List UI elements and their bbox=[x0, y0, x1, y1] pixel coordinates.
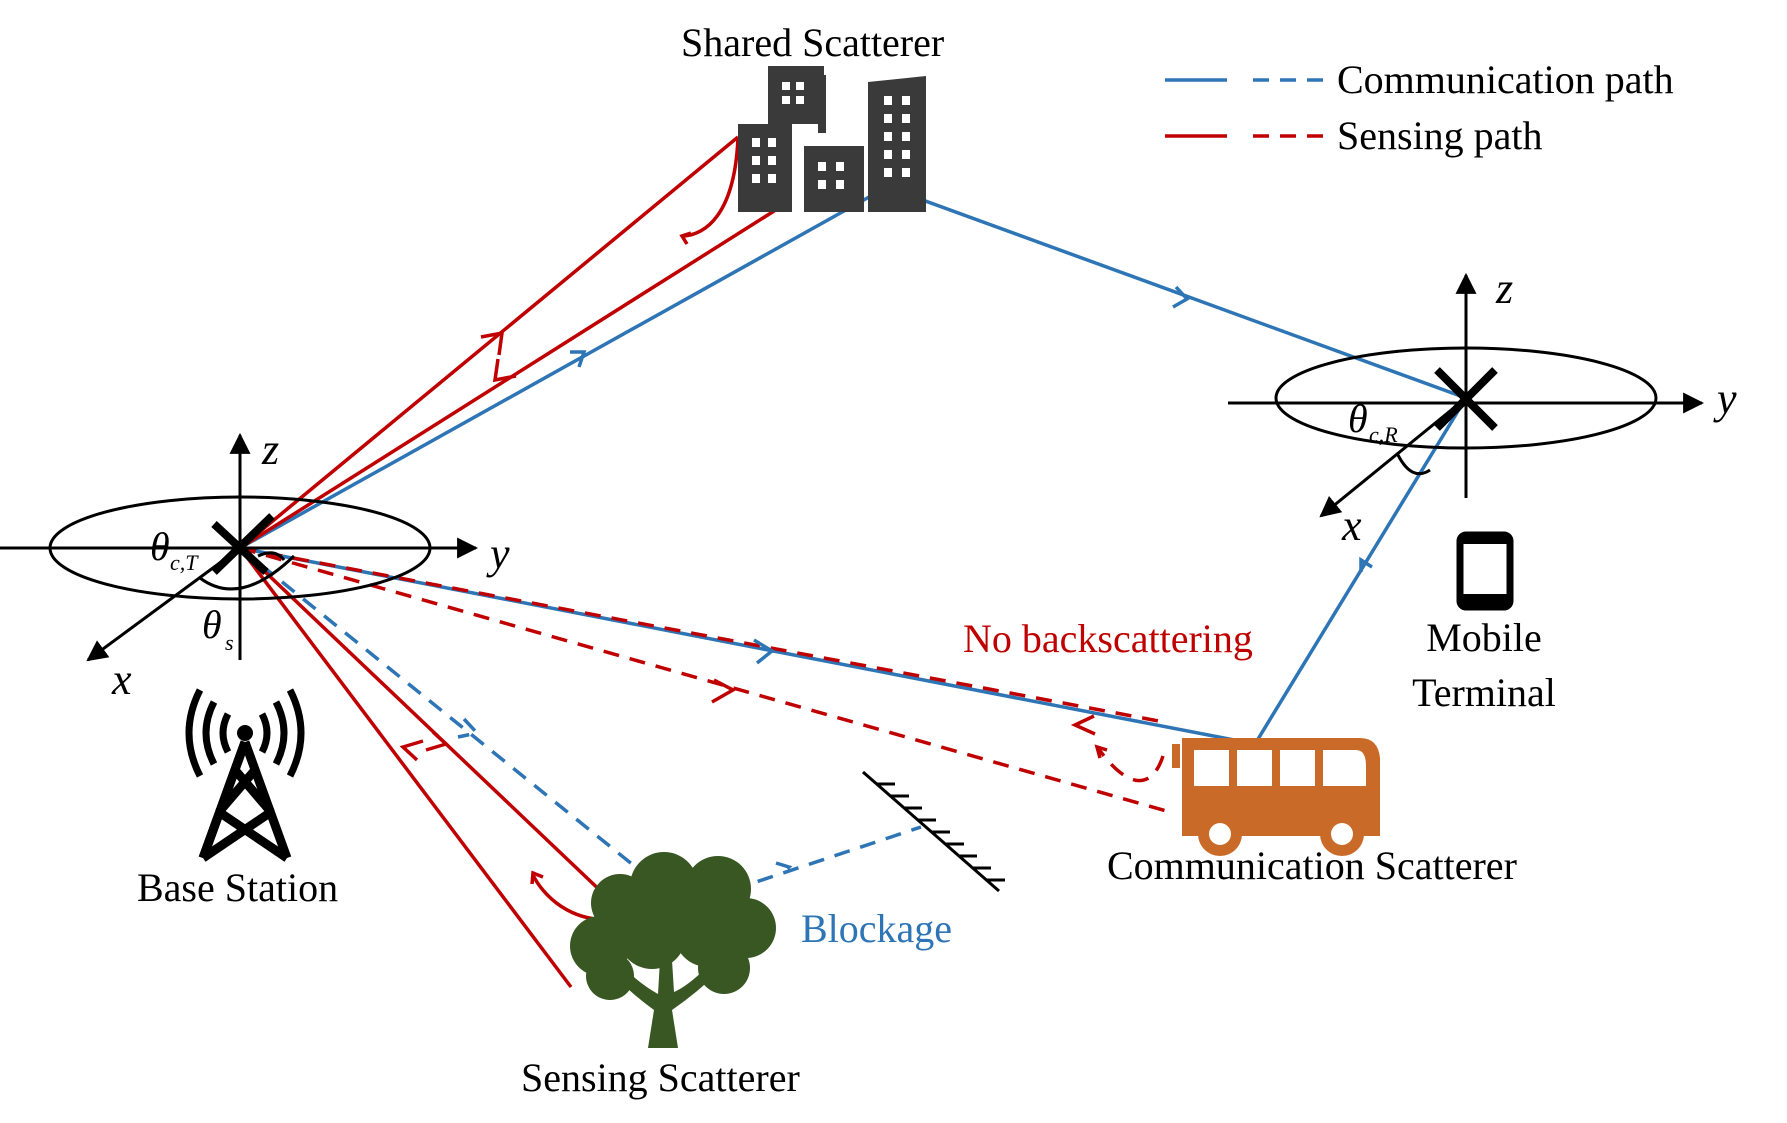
theta-ct-subscript: c,T bbox=[170, 550, 199, 575]
building-icon bbox=[738, 66, 926, 212]
path-direction-arrows bbox=[399, 231, 1373, 885]
bs-axis-y-label: y bbox=[486, 529, 510, 578]
mt-axis-x-label: x bbox=[1341, 501, 1362, 550]
theta-ct-symbol: θ bbox=[150, 524, 170, 569]
legend-sensing-path: Sensing path bbox=[1337, 113, 1543, 158]
base-station-axes: z y x θ c,T θ s bbox=[0, 425, 510, 704]
mobile-terminal-label-line2: Terminal bbox=[1412, 670, 1556, 715]
theta-s-symbol: θ bbox=[202, 602, 222, 647]
mobile-terminal-label-line1: Mobile bbox=[1426, 615, 1542, 660]
bs-axis-x-label: x bbox=[111, 655, 132, 704]
legend: Communication path Sensing path bbox=[1165, 57, 1674, 158]
tower-icon bbox=[185, 688, 305, 862]
mobile-terminal-axes: z y x θ c,R bbox=[1228, 264, 1737, 550]
no-backscattering-label: No backscattering bbox=[963, 616, 1253, 661]
blockage-label: Blockage bbox=[801, 906, 952, 951]
tree-icon bbox=[570, 852, 776, 1048]
shared-scatterer-label: Shared Scatterer bbox=[681, 20, 944, 65]
theta-s-subscript: s bbox=[225, 630, 234, 655]
mt-axis-z-label: z bbox=[1495, 264, 1513, 313]
bus-icon bbox=[1172, 738, 1380, 856]
base-station-label: Base Station bbox=[137, 865, 338, 910]
theta-cr-symbol: θ bbox=[1348, 396, 1368, 441]
bs-axis-z-label: z bbox=[261, 425, 279, 474]
sensing-scatterer-label: Sensing Scatterer bbox=[521, 1055, 800, 1100]
communication-scatterer-label: Communication Scatterer bbox=[1107, 843, 1517, 888]
mt-axis-y-label: y bbox=[1713, 374, 1737, 423]
phone-icon bbox=[1456, 531, 1514, 611]
legend-communication-path: Communication path bbox=[1337, 57, 1674, 102]
theta-cr-subscript: c,R bbox=[1369, 422, 1398, 447]
reflector-icon bbox=[862, 770, 1005, 893]
